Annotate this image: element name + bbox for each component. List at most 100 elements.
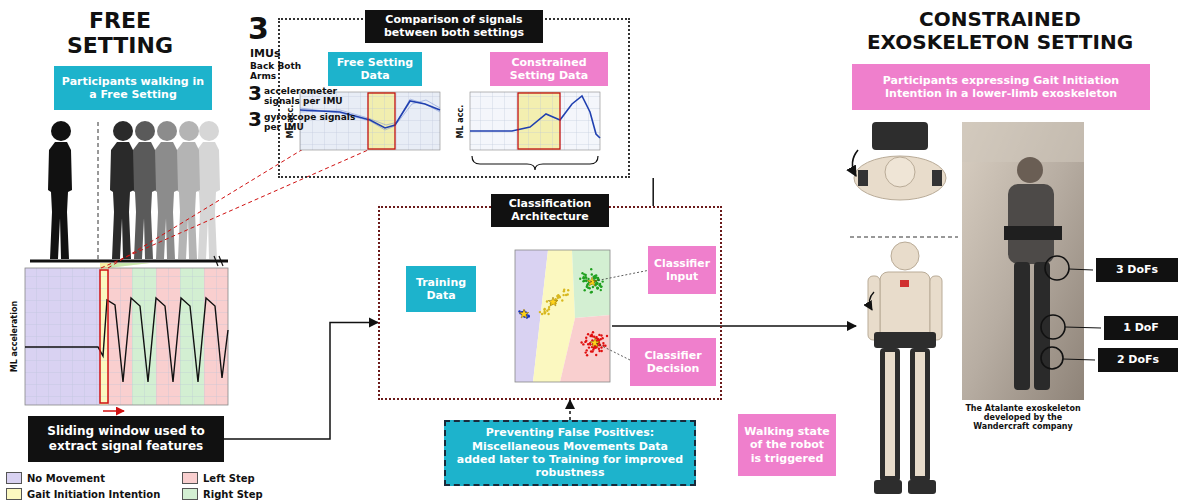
walking-silhouettes (98, 122, 99, 260)
exoskeleton-robot (932, 170, 942, 186)
exoskeleton-photo (1065, 327, 1101, 328)
scatter-dot (582, 280, 584, 282)
exoskeleton-robot (900, 280, 909, 287)
exoskeleton-robot (880, 348, 900, 482)
scatter-dot (541, 313, 543, 315)
exoskeleton-photo (1017, 157, 1043, 183)
scatter-dot (582, 277, 584, 279)
classifier-scatter (560, 315, 610, 382)
comparison-plots (470, 92, 600, 150)
output-box: Walking state of the robot is triggered (738, 414, 836, 476)
exoskeleton-photo (1041, 315, 1065, 339)
exoskeleton-robot (908, 480, 936, 494)
scatter-dot (557, 294, 559, 296)
scatter-dot (556, 295, 558, 297)
scatter-dot (563, 290, 565, 292)
exoskeleton-robot (850, 122, 958, 494)
classifier-box: Classifier Input (648, 246, 716, 294)
classifier-scatter (572, 250, 610, 318)
scatter-dot (585, 274, 587, 276)
legend-text: No Movement (27, 473, 105, 484)
free-signal-plot (25, 268, 228, 405)
scatter-dot (602, 342, 604, 344)
box-text: Training Data (412, 276, 470, 303)
connector (569, 400, 571, 420)
exoskeleton-photo (1069, 269, 1093, 270)
scatter-dot (544, 308, 546, 310)
count-number: 3 (248, 108, 262, 131)
classifier-scatter (612, 325, 856, 327)
exoskeleton-photo (1004, 226, 1062, 240)
connector (652, 178, 654, 206)
scatter-dot (601, 350, 603, 352)
scatter-dot (592, 331, 594, 333)
box-text: Preventing False Positives: Miscellaneou… (452, 426, 688, 480)
scatter-dot (580, 341, 582, 343)
note-box: Preventing False Positives: Miscellaneou… (444, 420, 696, 486)
walking-silhouettes (132, 121, 156, 259)
scatter-dot (591, 334, 593, 336)
exoskeleton-robot (869, 292, 874, 310)
scatter-dot (528, 315, 530, 317)
scatter-dot (561, 299, 563, 301)
exoskeleton-photo (1041, 347, 1063, 369)
free-signal-plot (25, 268, 228, 405)
connector (224, 322, 378, 439)
scatter-dot (543, 311, 545, 313)
scatter-dot (589, 343, 591, 345)
count-number: 3 (248, 82, 262, 105)
exoskeleton-robot (915, 352, 925, 476)
data-box: Free Setting Data (328, 52, 422, 87)
walking-silhouettes (48, 121, 72, 259)
exoskeleton-robot (850, 237, 958, 238)
scatter-dot (596, 283, 598, 285)
comparison-plots (300, 92, 600, 170)
scatter-dot (584, 289, 586, 291)
scatter-dot (600, 334, 602, 336)
setting-box: Participants expressing Gait Initiation … (852, 64, 1150, 110)
scatter-dot (586, 349, 588, 351)
scatter-dot (567, 293, 569, 295)
scatter-dot (590, 291, 592, 293)
walking-silhouettes (214, 256, 223, 266)
box-text: Free Setting Data (334, 56, 416, 83)
scatter-dot (590, 268, 592, 270)
walking-silhouettes (110, 121, 134, 259)
scatter-dot (583, 277, 585, 279)
dof-tag: 2 DoFs (1098, 348, 1178, 372)
classifier-scatter (590, 270, 650, 282)
classification-region: Classification ArchitectureTraining Data… (378, 206, 722, 400)
scatter-dot (594, 275, 596, 277)
exoskeleton-robot (874, 480, 902, 494)
photo-caption: The Atalante exoskeleton developed by th… (958, 404, 1088, 432)
scatter-dot (599, 284, 601, 286)
legend-swatch (6, 488, 22, 500)
exoskeleton-robot (885, 157, 915, 187)
scatter-dot (596, 287, 598, 289)
exoskeleton-robot (910, 348, 930, 482)
scatter-dot (546, 300, 548, 302)
classifier-scatter (515, 250, 610, 382)
setting-box: Participants walking in a Free Setting (54, 66, 212, 110)
axis-label: ML acc. (456, 104, 465, 138)
legend-item: Right Step (182, 488, 263, 500)
axis-label: ML acc. (286, 104, 295, 138)
scatter-dot (579, 278, 581, 280)
free-signal-plot (108, 93, 395, 268)
scatter-dot (587, 333, 589, 335)
data-box: Constrained Setting Data (490, 52, 608, 87)
scatter-dot (592, 286, 594, 288)
scatter-dot (581, 272, 583, 274)
section-heading: FREE SETTING (40, 8, 200, 59)
exoskeleton-robot (930, 276, 942, 340)
legend-swatch (182, 472, 198, 484)
data-box: Training Data (406, 266, 476, 312)
walking-silhouettes (100, 263, 150, 268)
method-box: Sliding window used to extract signal fe… (28, 416, 224, 462)
scatter-dot (586, 354, 588, 356)
classifier-scatter (596, 343, 630, 360)
box-text: Constrained Setting Data (496, 56, 602, 83)
exoskeleton-photo (1063, 359, 1095, 360)
scatter-dot (588, 346, 590, 348)
scatter-dot (596, 287, 598, 289)
